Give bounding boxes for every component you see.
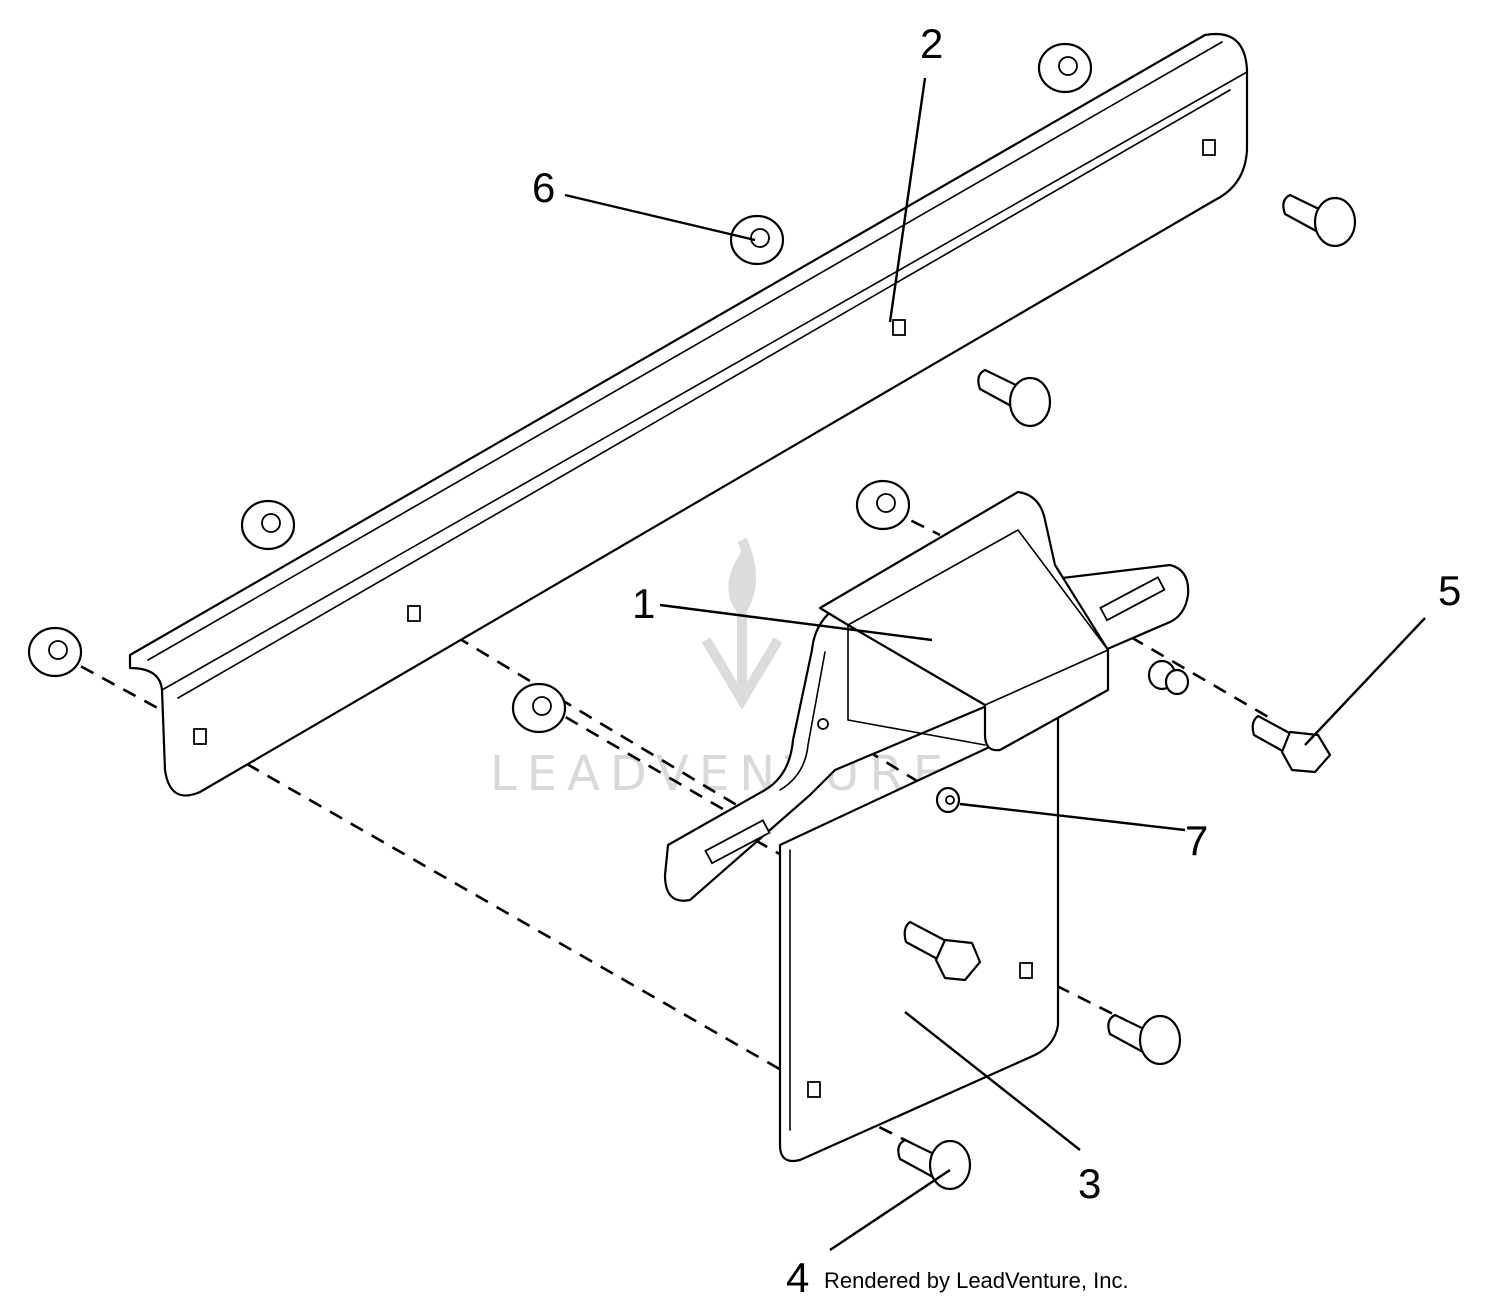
- flange-nut: [240, 499, 296, 551]
- watermark-logo: [701, 537, 783, 710]
- angle-bracket: [128, 32, 1249, 797]
- push-nuts: [935, 659, 1190, 814]
- hex-bolt: [1251, 714, 1332, 774]
- callout-3: 3: [1078, 1160, 1101, 1207]
- watermark-text: LEADVENTURE: [490, 746, 953, 802]
- callout-2: 2: [920, 20, 943, 67]
- square-hole: [807, 1081, 821, 1098]
- flange-nut: [729, 214, 785, 266]
- callout-7: 7: [1185, 817, 1208, 864]
- callout-1: 1: [632, 580, 655, 627]
- flange-nut: [27, 626, 83, 678]
- square-hole: [1202, 139, 1216, 156]
- square-hole: [1019, 962, 1033, 979]
- square-hole: [892, 319, 906, 336]
- flange-nuts: [27, 42, 1093, 734]
- carriage-bolts: [897, 193, 1357, 1191]
- hex-bolts: [903, 714, 1332, 982]
- hex-bolt: [903, 920, 982, 982]
- carriage-bolt: [1282, 193, 1357, 248]
- reflector: [818, 490, 1110, 752]
- square-hole: [407, 605, 421, 622]
- flange-nut: [511, 682, 567, 734]
- push-nut: [1147, 659, 1190, 696]
- square-hole: [193, 728, 207, 745]
- flange-nut: [855, 479, 911, 531]
- render-credit: Rendered by LeadVenture, Inc.: [824, 1268, 1129, 1293]
- carriage-bolt: [977, 368, 1052, 428]
- push-nut: [935, 786, 961, 814]
- carriage-bolt: [1107, 1013, 1182, 1066]
- callout-6: 6: [532, 164, 555, 211]
- callout-4: 4: [786, 1254, 809, 1301]
- flange-nut: [1037, 42, 1093, 94]
- callouts: 1 2 3 4 5 6 7: [532, 20, 1461, 1301]
- callout-5: 5: [1438, 567, 1461, 614]
- leader-lines: [564, 77, 1426, 1251]
